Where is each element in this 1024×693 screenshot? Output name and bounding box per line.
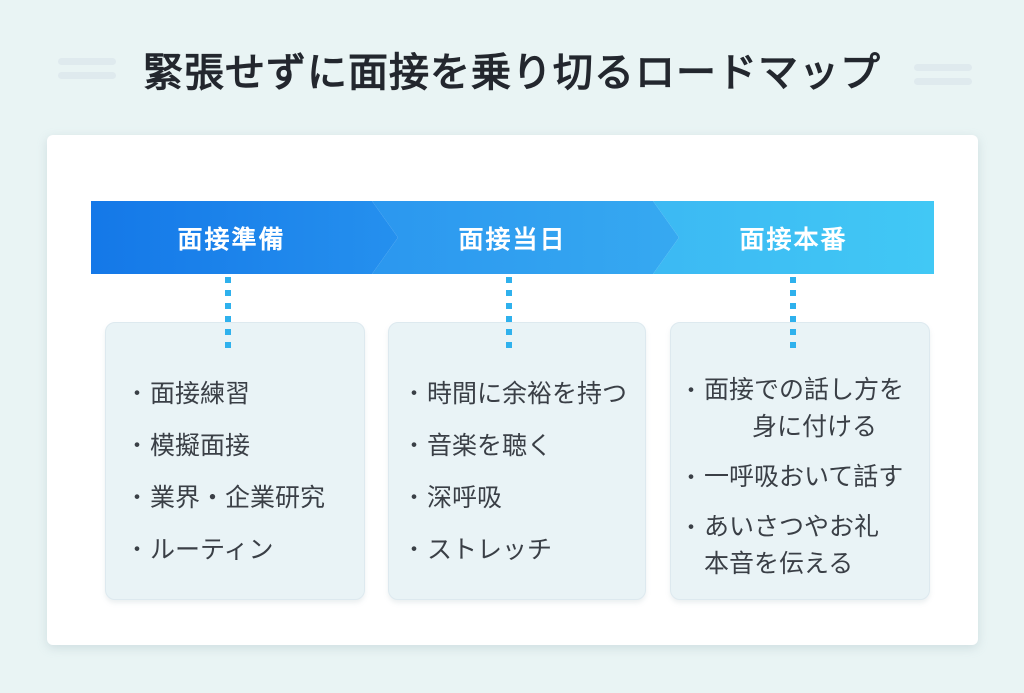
bullet-icon: ・ bbox=[403, 485, 426, 510]
list-item-text: 本音を伝える bbox=[704, 550, 854, 578]
stage-label: 面接本番 bbox=[739, 225, 848, 254]
page-title: 緊張せずに面接を乗り切るロードマップ bbox=[143, 51, 881, 95]
list-item: ・ 時間に余裕を持つ bbox=[403, 377, 635, 411]
stage-label: 面接準備 bbox=[177, 225, 286, 254]
list-item-text: 面接での話し方を bbox=[704, 376, 905, 404]
dotted-connector-3 bbox=[790, 277, 796, 348]
roadmap-panel: 面接準備 面接当日 面接本番 ・ 面接練習 ・ 模擬面接 ・ 業界・企業研究 bbox=[47, 135, 978, 645]
list-item-text: 深呼吸 bbox=[427, 484, 503, 512]
list-item: ・ 深呼吸 bbox=[403, 481, 635, 515]
stage-label: 面接当日 bbox=[458, 225, 567, 254]
list-item-text: 時間に余裕を持つ bbox=[427, 380, 628, 408]
list-item-text: 面接練習 bbox=[150, 380, 251, 408]
list-item-text: 身に付ける bbox=[752, 413, 878, 441]
stage-segment-actual-interview: 面接本番 bbox=[653, 201, 934, 274]
bullet-icon: ・ bbox=[403, 537, 426, 562]
stage-arrow-bar: 面接準備 面接当日 面接本番 bbox=[91, 201, 934, 274]
bullet-icon: ・ bbox=[680, 465, 703, 490]
bullet-icon: ・ bbox=[126, 381, 149, 406]
list-item-text: 一呼吸おいて話す bbox=[704, 463, 904, 491]
decorative-lines-right-icon bbox=[914, 64, 972, 92]
bullet-icon: ・ bbox=[126, 537, 149, 562]
list-item: ・ ストレッチ bbox=[403, 533, 635, 567]
card-interview-day: ・ 時間に余裕を持つ ・ 音楽を聴く ・ 深呼吸 ・ ストレッチ bbox=[388, 322, 646, 600]
list-item: ・ 音楽を聴く bbox=[403, 429, 635, 463]
bullet-icon: ・ bbox=[403, 381, 426, 406]
bullet-icon: ・ bbox=[680, 378, 703, 403]
dotted-connector-1 bbox=[225, 277, 231, 348]
list-item: ・ あいさつやお礼 本音を伝える bbox=[680, 509, 919, 583]
decorative-lines-left-icon bbox=[58, 58, 116, 86]
list-item-text: あいさつやお礼 bbox=[704, 513, 880, 541]
card-actual-interview: ・ 面接での話し方を 身に付ける ・ 一呼吸おいて話す ・ あいさつやお礼 本音… bbox=[670, 322, 930, 600]
bullet-icon: ・ bbox=[126, 485, 149, 510]
list-item-text: 模擬面接 bbox=[150, 432, 251, 460]
stage-segment-interview-day: 面接当日 bbox=[372, 201, 679, 274]
list-item: ・ 面接練習 bbox=[126, 377, 354, 411]
card-preparation: ・ 面接練習 ・ 模擬面接 ・ 業界・企業研究 ・ ルーティン bbox=[105, 322, 365, 600]
bullet-icon: ・ bbox=[403, 433, 426, 458]
list-item-text: 音楽を聴く bbox=[427, 432, 553, 460]
list-item: ・ 業界・企業研究 bbox=[126, 481, 354, 515]
list-item: ・ 模擬面接 bbox=[126, 429, 354, 463]
list-item: ・ 面接での話し方を 身に付ける bbox=[680, 372, 919, 446]
list-item-text: ストレッチ bbox=[427, 536, 553, 564]
bullet-icon: ・ bbox=[126, 433, 149, 458]
dotted-connector-2 bbox=[506, 277, 512, 348]
bullet-icon: ・ bbox=[680, 515, 703, 540]
list-item: ・ ルーティン bbox=[126, 533, 354, 567]
list-item-text: 業界・企業研究 bbox=[150, 484, 326, 512]
list-item: ・ 一呼吸おいて話す bbox=[680, 459, 919, 496]
stage-segment-preparation: 面接準備 bbox=[91, 201, 398, 274]
list-item-text: ルーティン bbox=[150, 536, 274, 564]
header: 緊張せずに面接を乗り切るロードマップ bbox=[0, 0, 1024, 135]
